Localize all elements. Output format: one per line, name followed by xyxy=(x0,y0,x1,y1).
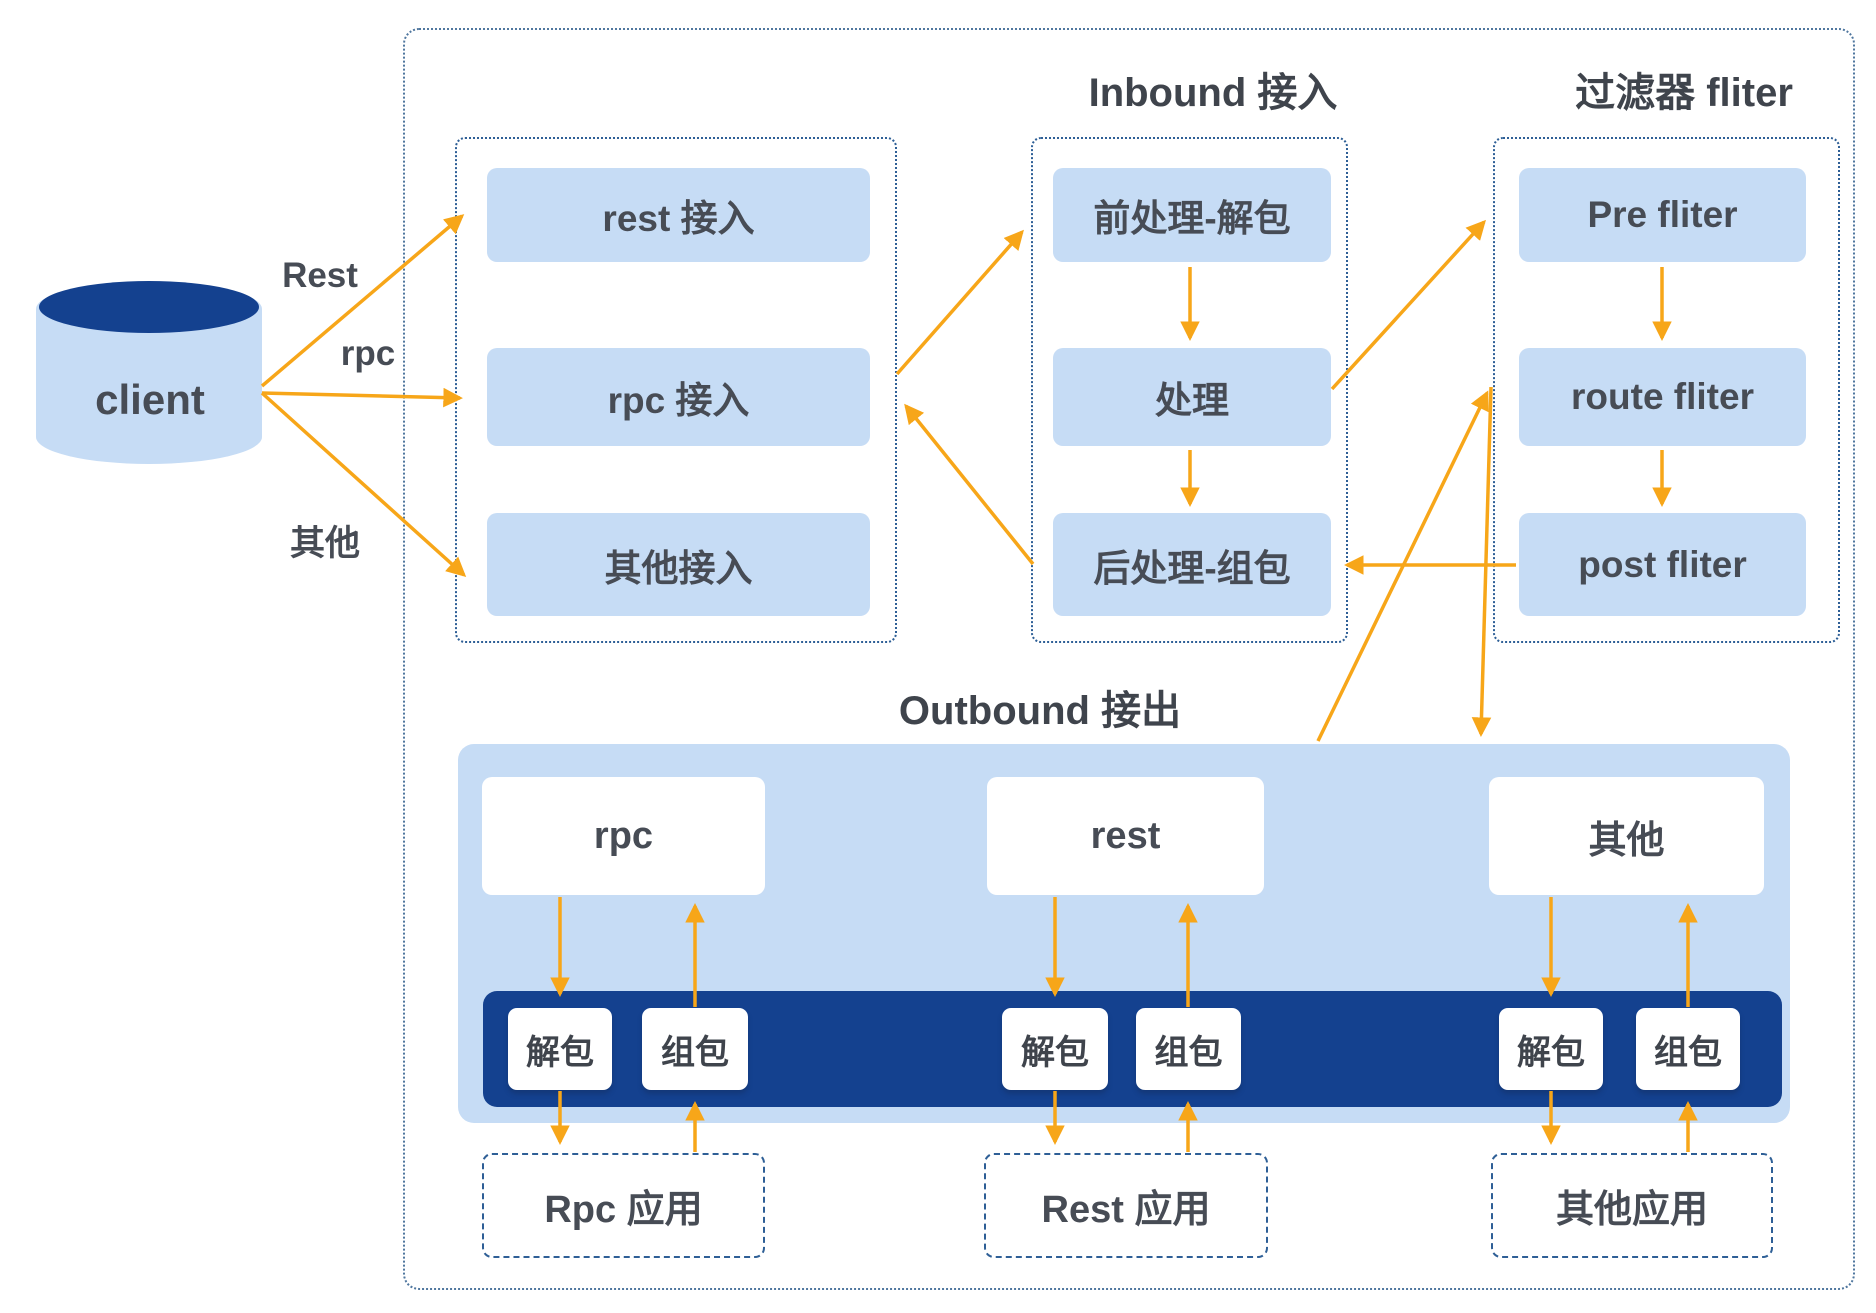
diagram-outer-frame xyxy=(403,28,1855,1290)
node-rest-access: rest 接入 xyxy=(487,168,870,262)
node-process: 处理 xyxy=(1053,348,1331,446)
client-cylinder-shoulder xyxy=(36,282,262,336)
outbound-title: Outbound 接出 xyxy=(898,689,1182,733)
codec-pack-other: 组包 xyxy=(1636,1008,1740,1090)
app-other: 其他应用 xyxy=(1491,1153,1773,1258)
node-post-filter: post fliter xyxy=(1519,513,1806,616)
node-postprocess-pack: 后处理-组包 xyxy=(1053,513,1331,616)
codec-unpack-other: 解包 xyxy=(1499,1008,1603,1090)
edge-label-rest: Rest xyxy=(282,256,358,295)
outbound-channel-rpc: rpc xyxy=(482,777,765,895)
edge-label-rpc: rpc xyxy=(340,334,396,373)
filter-group-title: 过滤器 fliter xyxy=(1575,71,1793,115)
codec-pack-rest: 组包 xyxy=(1136,1008,1241,1090)
node-preprocess-unpack: 前处理-解包 xyxy=(1053,168,1331,262)
node-rpc-access: rpc 接入 xyxy=(487,348,870,446)
filter-group-frame xyxy=(1493,137,1840,643)
node-route-filter: route fliter xyxy=(1519,348,1806,446)
codec-unpack-rpc: 解包 xyxy=(508,1008,612,1090)
outbound-channel-other: 其他 xyxy=(1489,777,1764,895)
client-node-label: client xyxy=(95,376,205,423)
codec-unpack-rest: 解包 xyxy=(1002,1008,1108,1090)
client-cylinder-top xyxy=(39,281,259,333)
app-rpc: Rpc 应用 xyxy=(482,1153,765,1258)
node-other-access: 其他接入 xyxy=(487,513,870,616)
node-pre-filter: Pre fliter xyxy=(1519,168,1806,262)
inbound-group-title: Inbound 接入 xyxy=(1088,71,1338,115)
edge-label-other: 其他 xyxy=(289,523,360,563)
app-rest: Rest 应用 xyxy=(984,1153,1268,1258)
codec-pack-rpc: 组包 xyxy=(642,1008,748,1090)
outbound-channel-rest: rest xyxy=(987,777,1264,895)
